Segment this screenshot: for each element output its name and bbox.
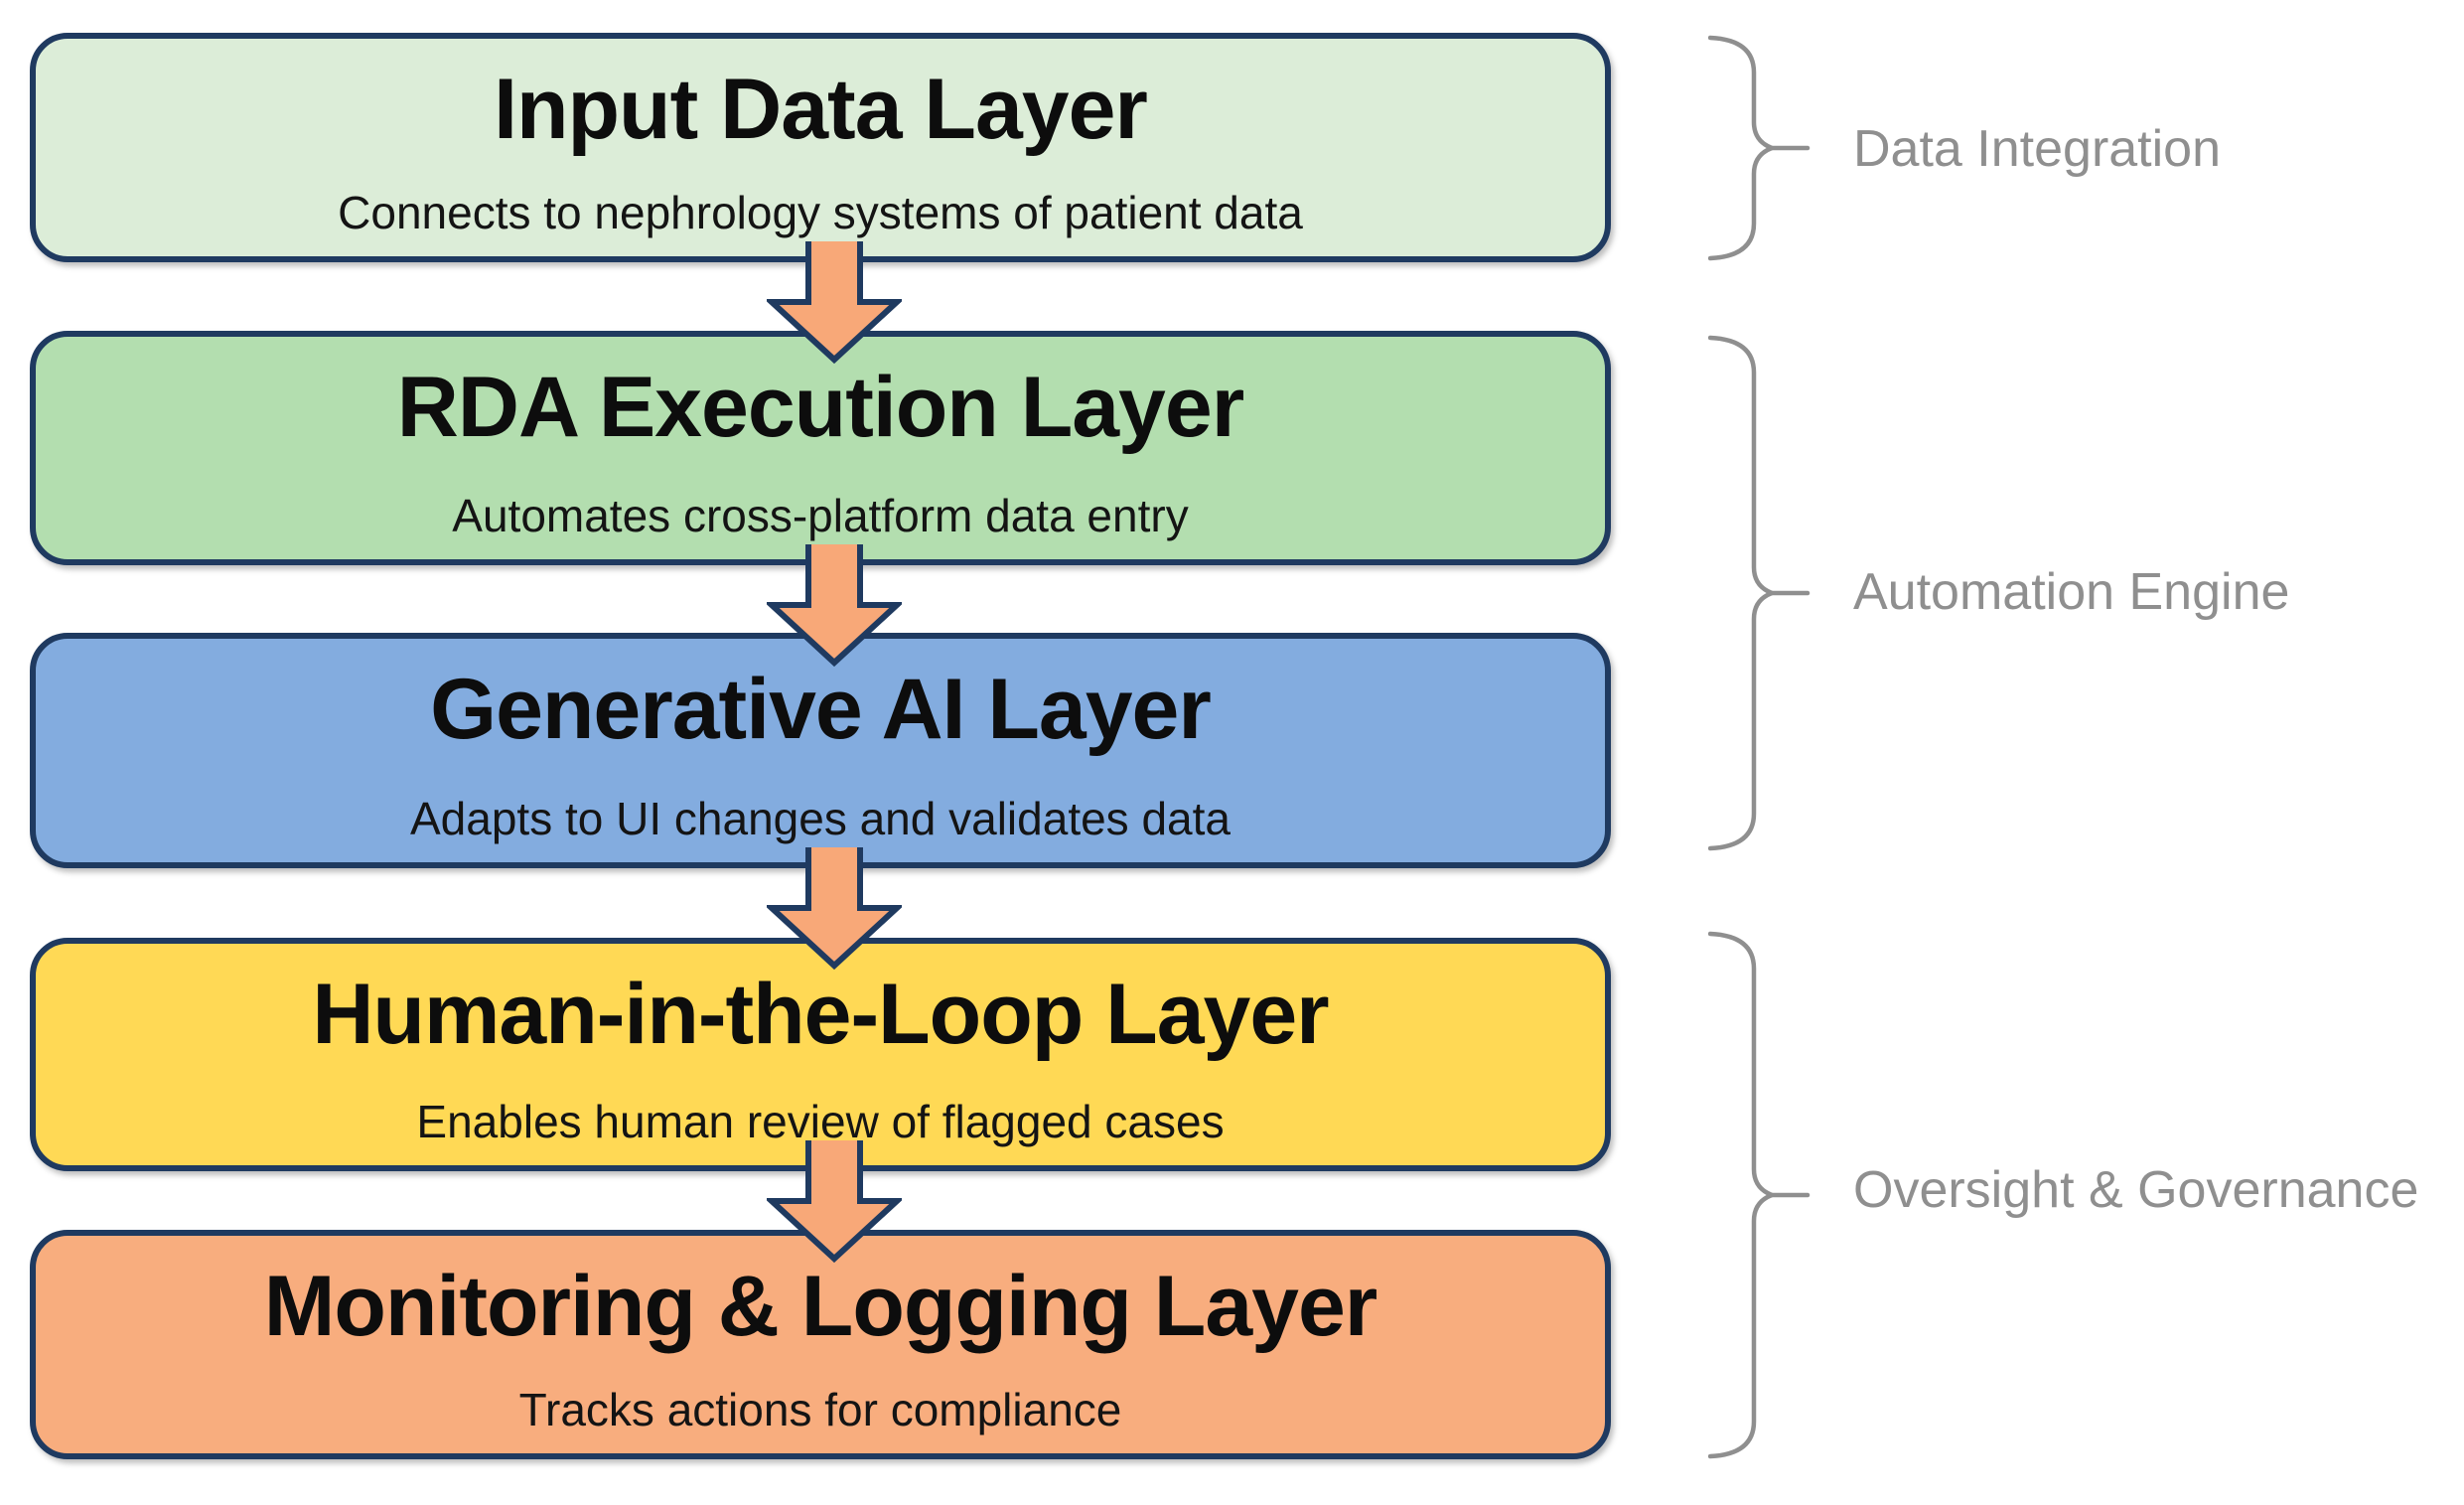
down-arrow-icon: [764, 544, 905, 668]
layer-box-human-in-the-loop: Human-in-the-Loop Layer Enables human re…: [30, 938, 1611, 1171]
layer-subtitle: Enables human review of flagged cases: [416, 1095, 1225, 1147]
layer-subtitle: Adapts to UI changes and validates data: [409, 792, 1231, 844]
layer-title: RDA Execution Layer: [396, 360, 1244, 455]
group-label-data-integration: Data Integration: [1853, 120, 2222, 178]
group-bracket-icon: [1707, 331, 1812, 855]
layer-title: Monitoring & Logging Layer: [263, 1259, 1378, 1354]
layer-subtitle: Automates cross-platform data entry: [452, 489, 1189, 541]
layer-box-rda-execution: RDA Execution Layer Automates cross-plat…: [30, 331, 1611, 565]
group-bracket-icon: [1707, 31, 1812, 265]
layer-title: Human-in-the-Loop Layer: [312, 967, 1329, 1062]
group-bracket-icon: [1707, 927, 1812, 1463]
layer-box-monitoring-logging: Monitoring & Logging Layer Tracks action…: [30, 1230, 1611, 1459]
layer-title: Generative AI Layer: [430, 662, 1212, 757]
group-label-automation-engine: Automation Engine: [1853, 563, 2290, 621]
layer-subtitle: Connects to nephrology systems of patien…: [338, 186, 1303, 238]
layer-box-input-data: Input Data Layer Connects to nephrology …: [30, 33, 1611, 262]
layer-box-generative-ai: Generative AI Layer Adapts to UI changes…: [30, 633, 1611, 868]
down-arrow-icon: [764, 847, 905, 971]
layer-title: Input Data Layer: [494, 62, 1148, 157]
down-arrow-icon: [764, 241, 905, 365]
down-arrow-icon: [764, 1140, 905, 1264]
group-label-oversight-governance: Oversight & Governance: [1853, 1161, 2419, 1219]
layer-subtitle: Tracks actions for compliance: [518, 1383, 1122, 1435]
